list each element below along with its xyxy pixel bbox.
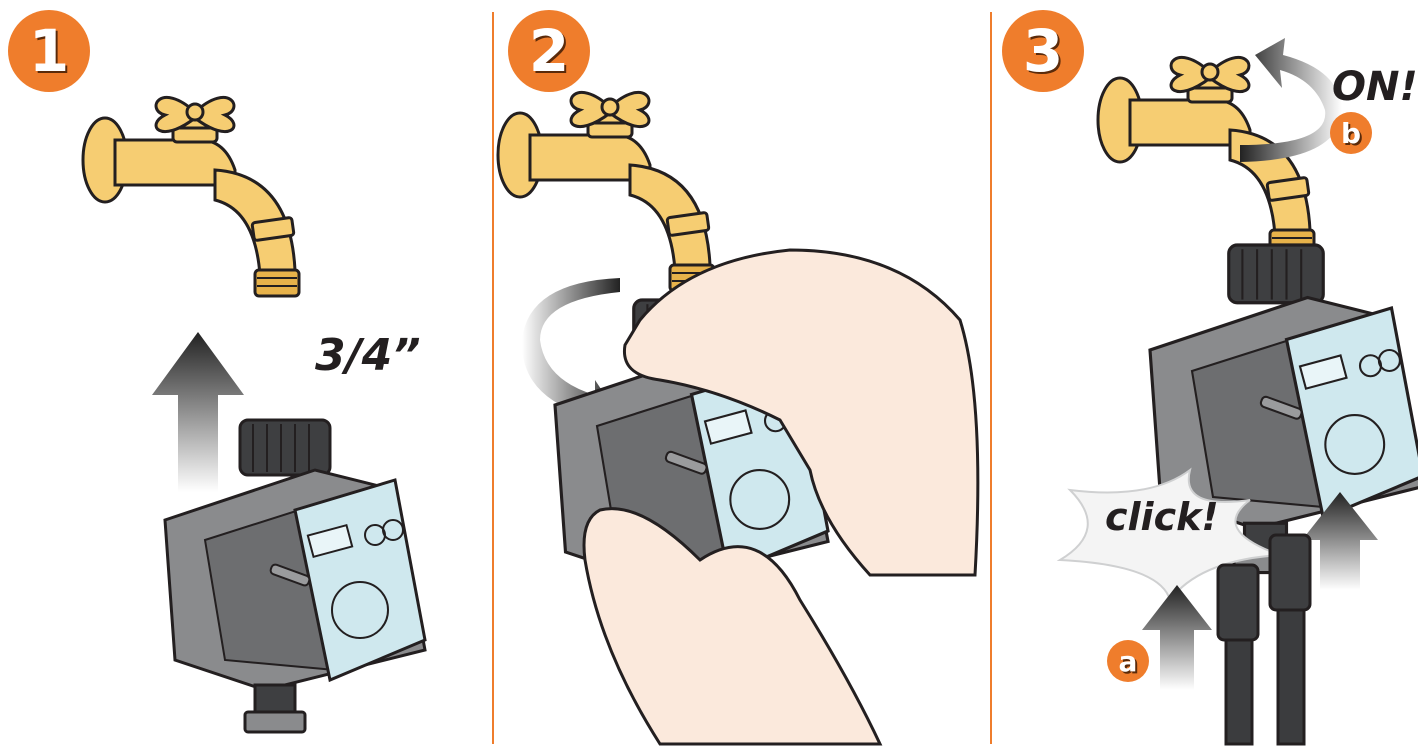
sub-step-badge-a: a [1107,640,1149,682]
step1-faucet-icon [83,97,299,296]
step1-up-arrow-icon [152,332,244,492]
step-badge-1: 1 [8,10,90,92]
thread-size-label: 3/4” [315,330,421,381]
sub-step-badge-b: b [1330,112,1372,154]
step-badge-2: 2 [508,10,590,92]
on-label: ON! [1332,64,1418,110]
step-badge-3: 3 [1002,10,1084,92]
click-label: click! [1105,495,1219,539]
step2-faucet-icon [498,92,714,291]
